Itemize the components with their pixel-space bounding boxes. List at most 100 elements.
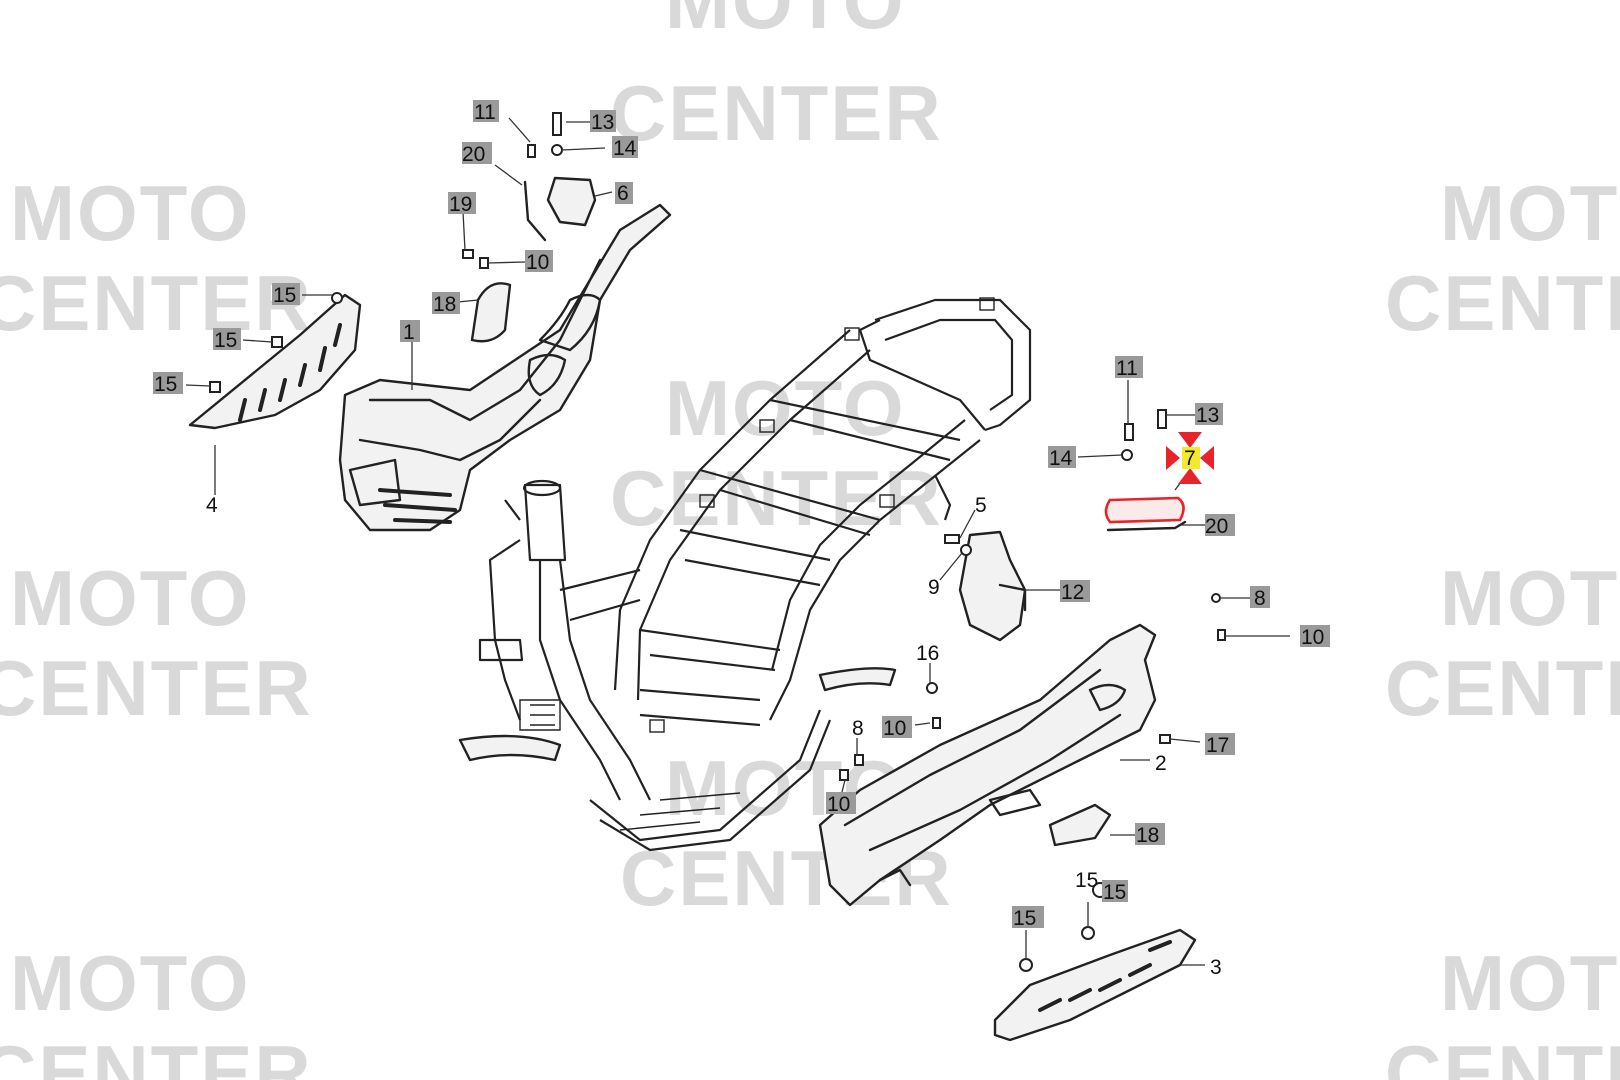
callout-label: 12	[1061, 581, 1084, 604]
watermark-text: CENTER	[1385, 1029, 1620, 1080]
callout-12: 12	[1060, 580, 1090, 604]
callout-label: 10	[883, 717, 906, 740]
callout-1: 1	[400, 320, 420, 344]
callout-label: 8	[1254, 587, 1266, 610]
callout-label: 14	[613, 137, 637, 160]
watermark-logo: MOTO CENTER	[1385, 939, 1620, 1080]
callout-15: 15	[1012, 906, 1044, 930]
watermark-text: MOTO	[1440, 554, 1620, 642]
callout-10: 10	[525, 250, 553, 274]
watermark-text: CENTER	[0, 259, 313, 347]
callout-3: 3	[1210, 956, 1222, 979]
callout-labels: 11 13 14 20 6 19 10 18 1 15 15 15 4 11 1…	[153, 100, 1330, 979]
callout-label: 11	[474, 101, 496, 124]
callout-label: 16	[916, 642, 939, 665]
callout-15: 15	[1102, 880, 1128, 904]
watermark-text: CENTER	[610, 69, 943, 157]
callout-label: 15	[1075, 869, 1098, 892]
leader-lines	[185, 117, 1290, 966]
part-strip-20	[523, 180, 547, 242]
watermark-text: MOTO	[1440, 939, 1620, 1027]
callout-15: 15	[213, 328, 241, 352]
callout-label: 3	[1210, 956, 1222, 979]
watermark-text: CENTER	[0, 1029, 313, 1080]
callout-label: 5	[975, 494, 987, 517]
watermark-text: MOTO	[10, 939, 251, 1027]
highlight-arrow-top	[1178, 432, 1202, 448]
callout-16: 16	[916, 642, 939, 665]
watermark-text: CENTER	[610, 454, 943, 542]
callout-18: 18	[432, 292, 460, 316]
callout-15: 15	[1075, 869, 1098, 892]
part-footboard-left	[188, 293, 362, 430]
frame-chassis	[458, 297, 1032, 852]
watermark-logo: MOTO CENTER	[1385, 169, 1620, 347]
callout-14: 14	[612, 136, 638, 160]
part-bracket-12	[958, 530, 1027, 642]
part-plate-18-lower	[1048, 803, 1112, 847]
callout-label: 6	[617, 182, 629, 205]
callout-label: 18	[1136, 824, 1159, 847]
callout-10: 10	[1300, 625, 1330, 649]
watermark-logo: MOTO CENTER	[0, 554, 313, 732]
callout-15: 15	[272, 283, 300, 307]
watermark-text: MOTO	[10, 169, 251, 257]
callout-label: 7	[1184, 447, 1196, 470]
callout-10: 10	[882, 716, 912, 740]
callout-label: 20	[1205, 515, 1228, 538]
callout-label: 15	[214, 329, 237, 352]
callout-15: 15	[153, 372, 183, 396]
fasteners	[209, 112, 1226, 972]
callout-label: 19	[449, 193, 472, 216]
callout-label: 15	[1103, 881, 1126, 904]
callout-label: 10	[1301, 626, 1324, 649]
callout-label: 15	[273, 284, 296, 307]
watermark-text: CENTER	[1385, 259, 1620, 347]
callout-20: 20	[462, 142, 492, 166]
callout-17: 17	[1205, 733, 1235, 757]
part-footboard-right	[993, 928, 1197, 1042]
callout-14: 14	[1048, 446, 1076, 470]
callout-2: 2	[1155, 752, 1167, 775]
part-floor-cover-right	[818, 623, 1157, 907]
watermark-logo: MOTO CENTER	[0, 939, 313, 1080]
callout-label: 15	[154, 373, 177, 396]
callout-4: 4	[206, 494, 218, 517]
callout-label: 20	[462, 143, 485, 166]
watermark-text: CENTER	[1385, 644, 1620, 732]
callout-label: 15	[1013, 907, 1036, 930]
watermark-text: MOTO	[1440, 169, 1620, 257]
part-leg-shield-inner	[338, 203, 672, 532]
callout-8: 8	[852, 717, 864, 740]
watermark-logo: MOTO CENTER	[610, 0, 943, 157]
callout-label: 2	[1155, 752, 1167, 775]
watermark-logo: MOTO CENTER	[0, 169, 313, 347]
callout-label: 10	[526, 251, 549, 274]
callout-11: 11	[1115, 356, 1143, 380]
callout-10: 10	[826, 792, 856, 816]
callout-7-highlighted[interactable]: 7	[1166, 432, 1214, 484]
watermark-logo: MOTO CENTER	[1385, 554, 1620, 732]
highlight-arrow-bottom	[1178, 468, 1202, 484]
callout-5: 5	[975, 494, 987, 517]
watermark-text: MOTO	[665, 0, 906, 45]
callout-6: 6	[615, 182, 633, 205]
callout-19: 19	[448, 192, 476, 216]
callout-label: 17	[1206, 734, 1229, 757]
highlight-arrow-right	[1200, 446, 1214, 470]
part-pad-7	[1104, 496, 1187, 532]
callout-8: 8	[1250, 586, 1270, 610]
part-pad-6	[546, 176, 597, 227]
part-plate-18	[470, 282, 512, 343]
callout-label: 1	[403, 321, 415, 344]
callout-11: 11	[473, 100, 499, 124]
watermark-text: CENTER	[0, 644, 313, 732]
callout-label: 4	[206, 494, 218, 517]
callout-label: 8	[852, 717, 864, 740]
callout-label: 13	[591, 111, 614, 134]
callout-20: 20	[1205, 514, 1235, 538]
highlight-arrow-left	[1166, 446, 1180, 470]
watermark-logo: MOTO CENTER	[610, 364, 943, 542]
